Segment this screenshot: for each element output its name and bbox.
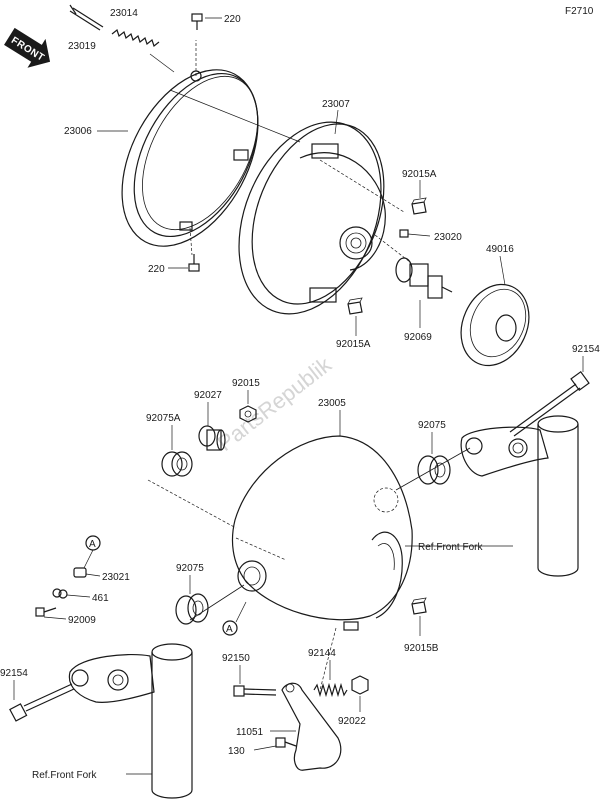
leader-line <box>334 109 339 135</box>
leader-line <box>66 594 91 598</box>
dashed-guide <box>319 627 337 691</box>
ref-front-fork-right: Ref.Front Fork <box>418 542 483 553</box>
part-label: 92015 <box>232 378 260 389</box>
part-label: 92015A <box>402 169 437 180</box>
clip-under-housing <box>343 621 359 631</box>
leader-line <box>407 233 431 237</box>
dust-cover-49016 <box>460 283 530 367</box>
nut-92022 <box>351 675 369 695</box>
clip-23020 <box>399 229 409 238</box>
part-label: 23005 <box>318 398 346 409</box>
part-label: 92154 <box>572 344 600 355</box>
collar-92027 <box>198 425 226 451</box>
leader-line <box>235 601 247 623</box>
front-fork-tube-left <box>151 643 193 799</box>
grommet-461 <box>52 588 68 599</box>
dashed-guide <box>319 159 405 213</box>
bolt-92150 <box>233 685 277 697</box>
part-label: 23014 <box>110 8 138 19</box>
bracket-11051 <box>281 682 342 771</box>
leader-line <box>149 53 175 73</box>
part-label: 23019 <box>68 41 96 52</box>
screw-92009 <box>35 607 57 617</box>
nut-92015A-bottom <box>347 297 363 315</box>
part-label: 23020 <box>434 232 462 243</box>
nut-92015 <box>239 405 257 423</box>
part-label: 220 <box>224 14 241 25</box>
screw-220-top <box>191 13 203 30</box>
grommet-92075-left <box>175 593 209 625</box>
callout-a-text: A <box>226 624 233 635</box>
nut-92015A-top <box>411 197 427 215</box>
bolt-23019 <box>69 4 104 31</box>
ref-front-fork-left: Ref.Front Fork <box>32 770 97 781</box>
part-label: 92027 <box>194 390 222 401</box>
spring-23014 <box>111 28 160 48</box>
clamp-23021 <box>73 567 87 578</box>
part-label: 92015B <box>404 643 439 654</box>
dashed-guide <box>189 227 193 256</box>
part-label: 92154 <box>0 668 28 679</box>
spring-92144 <box>313 682 348 698</box>
callout-a-text: A <box>89 539 96 550</box>
part-label: 11051 <box>236 727 264 738</box>
leader-line <box>253 745 277 751</box>
bulb-92069 <box>395 257 453 299</box>
part-label: 220 <box>148 264 165 275</box>
front-fork-tube-right <box>537 415 579 577</box>
leader-line <box>169 89 301 143</box>
headlight-rim-23006 <box>121 69 259 247</box>
callout-a-housing: A <box>222 620 238 636</box>
part-label: 23021 <box>102 572 130 583</box>
bolt-130 <box>275 737 297 748</box>
part-label: 92009 <box>68 615 96 626</box>
bracket-right <box>460 426 549 477</box>
bracket-left <box>68 653 155 703</box>
part-label: 92075 <box>418 420 446 431</box>
part-label: 92144 <box>308 648 336 659</box>
leader-line <box>83 549 94 569</box>
mounting-axis-line <box>189 584 245 621</box>
part-label: 92150 <box>222 653 250 664</box>
part-label: 49016 <box>486 244 514 255</box>
leader-line <box>85 573 101 577</box>
part-label: 461 <box>92 593 109 604</box>
dashed-guide <box>235 537 287 561</box>
bolt-92154-left <box>9 683 75 722</box>
leader-line <box>43 616 67 620</box>
dashed-guide <box>147 479 237 529</box>
leader-line <box>499 255 506 286</box>
mounting-axis-line <box>395 447 471 491</box>
grommet-92075A <box>161 451 193 477</box>
grommet-92075-right <box>417 455 451 485</box>
part-label: 23007 <box>322 99 350 110</box>
headlight-housing-23005 <box>231 435 413 621</box>
part-label: 92015A <box>336 339 371 350</box>
part-label: 130 <box>228 746 245 757</box>
part-label: 92069 <box>404 332 432 343</box>
nut-92015B <box>411 597 427 615</box>
figure-code: F2710 <box>565 6 594 17</box>
callout-a-left-top: A <box>85 535 101 551</box>
part-label: 92075 <box>176 563 204 574</box>
headlight-unit-23007 <box>238 121 386 315</box>
part-label: 92075A <box>146 413 181 424</box>
part-label: 23006 <box>64 126 92 137</box>
part-label: 92022 <box>338 716 366 727</box>
screw-220-bottom <box>188 254 200 272</box>
front-direction-arrow: FRONT <box>4 27 51 68</box>
